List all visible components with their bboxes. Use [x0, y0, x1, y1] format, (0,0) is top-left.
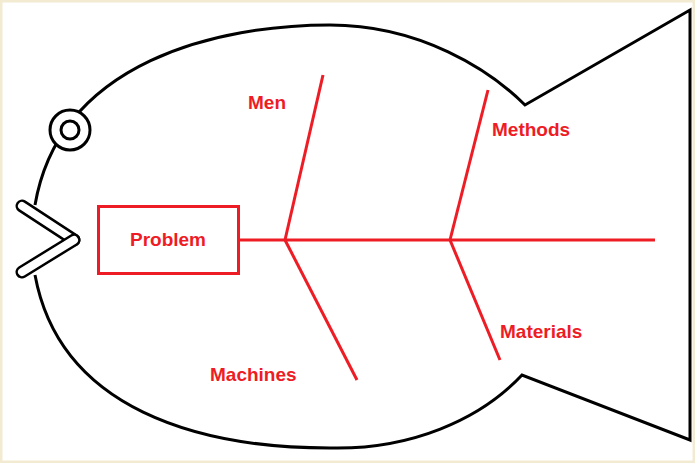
bone [450, 90, 488, 240]
bone [285, 75, 323, 240]
cause-category: Machines [210, 364, 297, 387]
bone [450, 240, 500, 360]
fish-body [35, 10, 690, 448]
fish-eye [50, 110, 90, 150]
spine [240, 239, 655, 242]
fish-bones [240, 75, 655, 380]
bone [285, 240, 357, 380]
fish-mouth [22, 206, 74, 272]
cause-category: Men [248, 92, 286, 115]
problem-box: Problem [97, 205, 240, 275]
cause-category: Materials [500, 321, 582, 344]
cause-category: Methods [492, 119, 570, 142]
problem-text: Problem [130, 229, 206, 252]
